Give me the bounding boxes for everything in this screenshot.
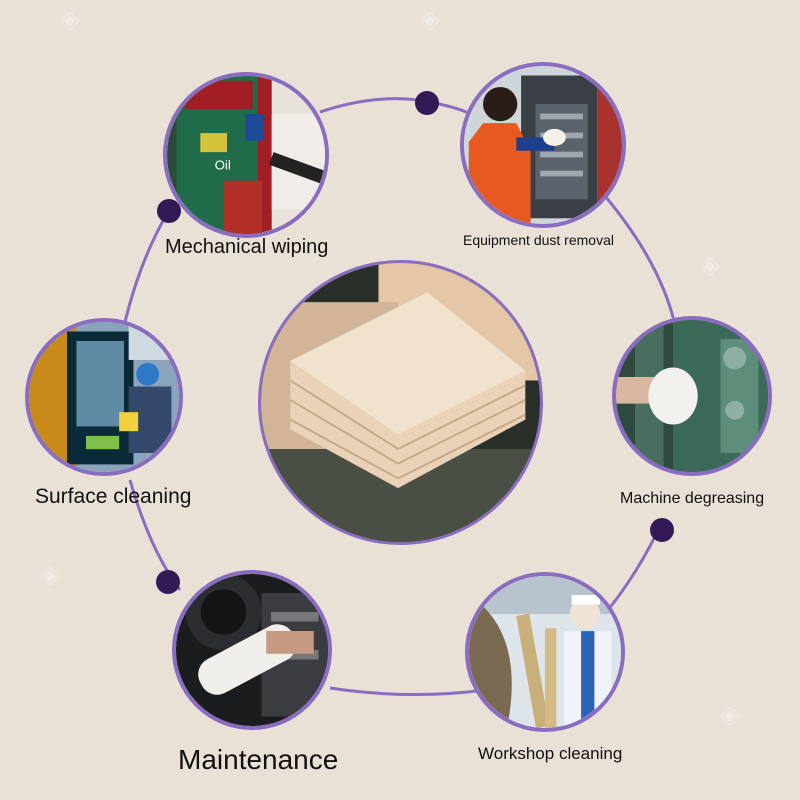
surface-cleaning-label: Surface cleaning — [35, 485, 192, 508]
mechanical-wiping-label: Mechanical wiping — [165, 236, 329, 258]
surface-cleaning-photo — [25, 318, 183, 476]
watermark-text: ◈ — [420, 5, 440, 35]
oil-text: Oil — [215, 157, 231, 172]
mechanical-wiping-photo: Oil — [163, 72, 329, 238]
workshop-cleaning-label: Workshop cleaning — [478, 744, 623, 763]
machine-degreasing-label: Machine degreasing — [620, 490, 765, 507]
equipment-dust-removal-label: Equipment dust removal — [463, 232, 614, 248]
watermark-text: ◈ — [40, 560, 60, 590]
connector-dot — [650, 518, 674, 542]
workshop-cleaning-photo — [465, 572, 625, 732]
equipment-dust-removal-photo — [460, 62, 626, 228]
connector-dot — [415, 91, 439, 115]
connector-dot — [156, 570, 180, 594]
center-product-photo — [258, 260, 543, 545]
watermark-text: ◈ — [700, 250, 720, 280]
machine-degreasing-photo — [612, 316, 772, 476]
watermark-text: ◈ — [60, 5, 80, 35]
watermark-text: ◈ — [720, 700, 740, 730]
maintenance-label: Maintenance — [178, 744, 339, 775]
connector-dot — [157, 199, 181, 223]
maintenance-photo — [172, 570, 332, 730]
